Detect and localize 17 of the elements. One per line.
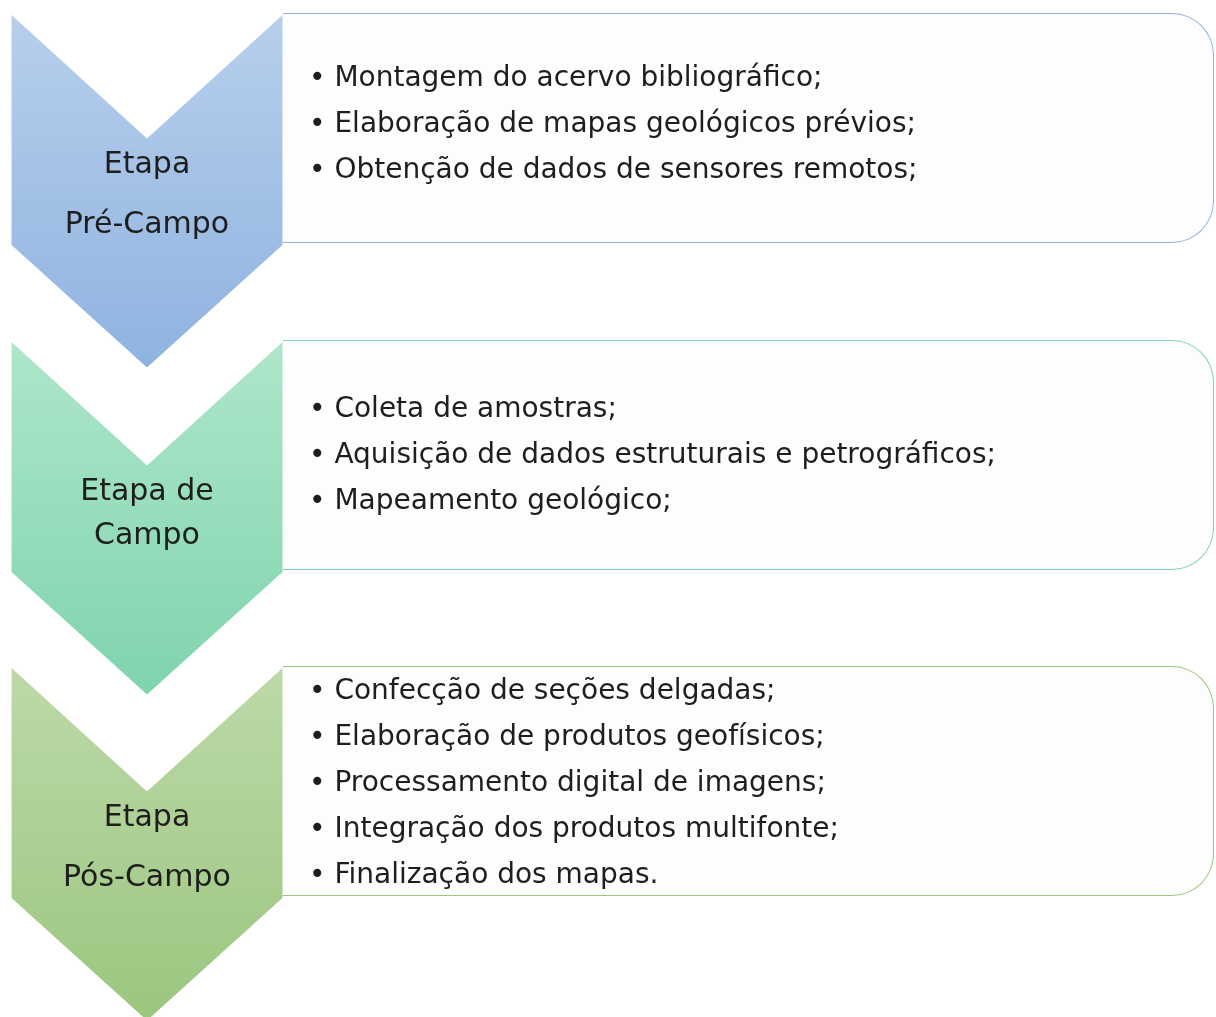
bullet-item: • Integração dos produtos multifonte; (309, 810, 839, 846)
list-box (283, 13, 1214, 243)
bullet-item: • Montagem do acervo bibliográfico; (309, 59, 823, 95)
bullet-item: • Obtenção de dados de sensores remotos; (309, 151, 918, 187)
list-box (283, 666, 1214, 896)
stage-label: Etapa Pré-Campo (63, 144, 231, 242)
bullet-item: • Elaboração de mapas geológicos prévios; (309, 105, 916, 141)
bullet-item: • Processamento digital de imagens; (309, 764, 826, 800)
bullet-item: • Finalização dos mapas. (309, 856, 659, 892)
bullet-item: • Mapeamento geológico; (309, 482, 672, 518)
stage-label: Etapa Pós-Campo (62, 797, 232, 895)
bullet-item: • Confecção de seções delgadas; (309, 672, 776, 708)
bullet-item: • Elaboração de produtos geofísicos; (309, 718, 825, 754)
stage-label: Etapa de Campo (79, 471, 215, 553)
bullet-item: • Aquisição de dados estruturais e petrográficos; (309, 436, 997, 472)
bullet-item: • Coleta de amostras; (309, 390, 617, 426)
list-box (283, 340, 1214, 570)
